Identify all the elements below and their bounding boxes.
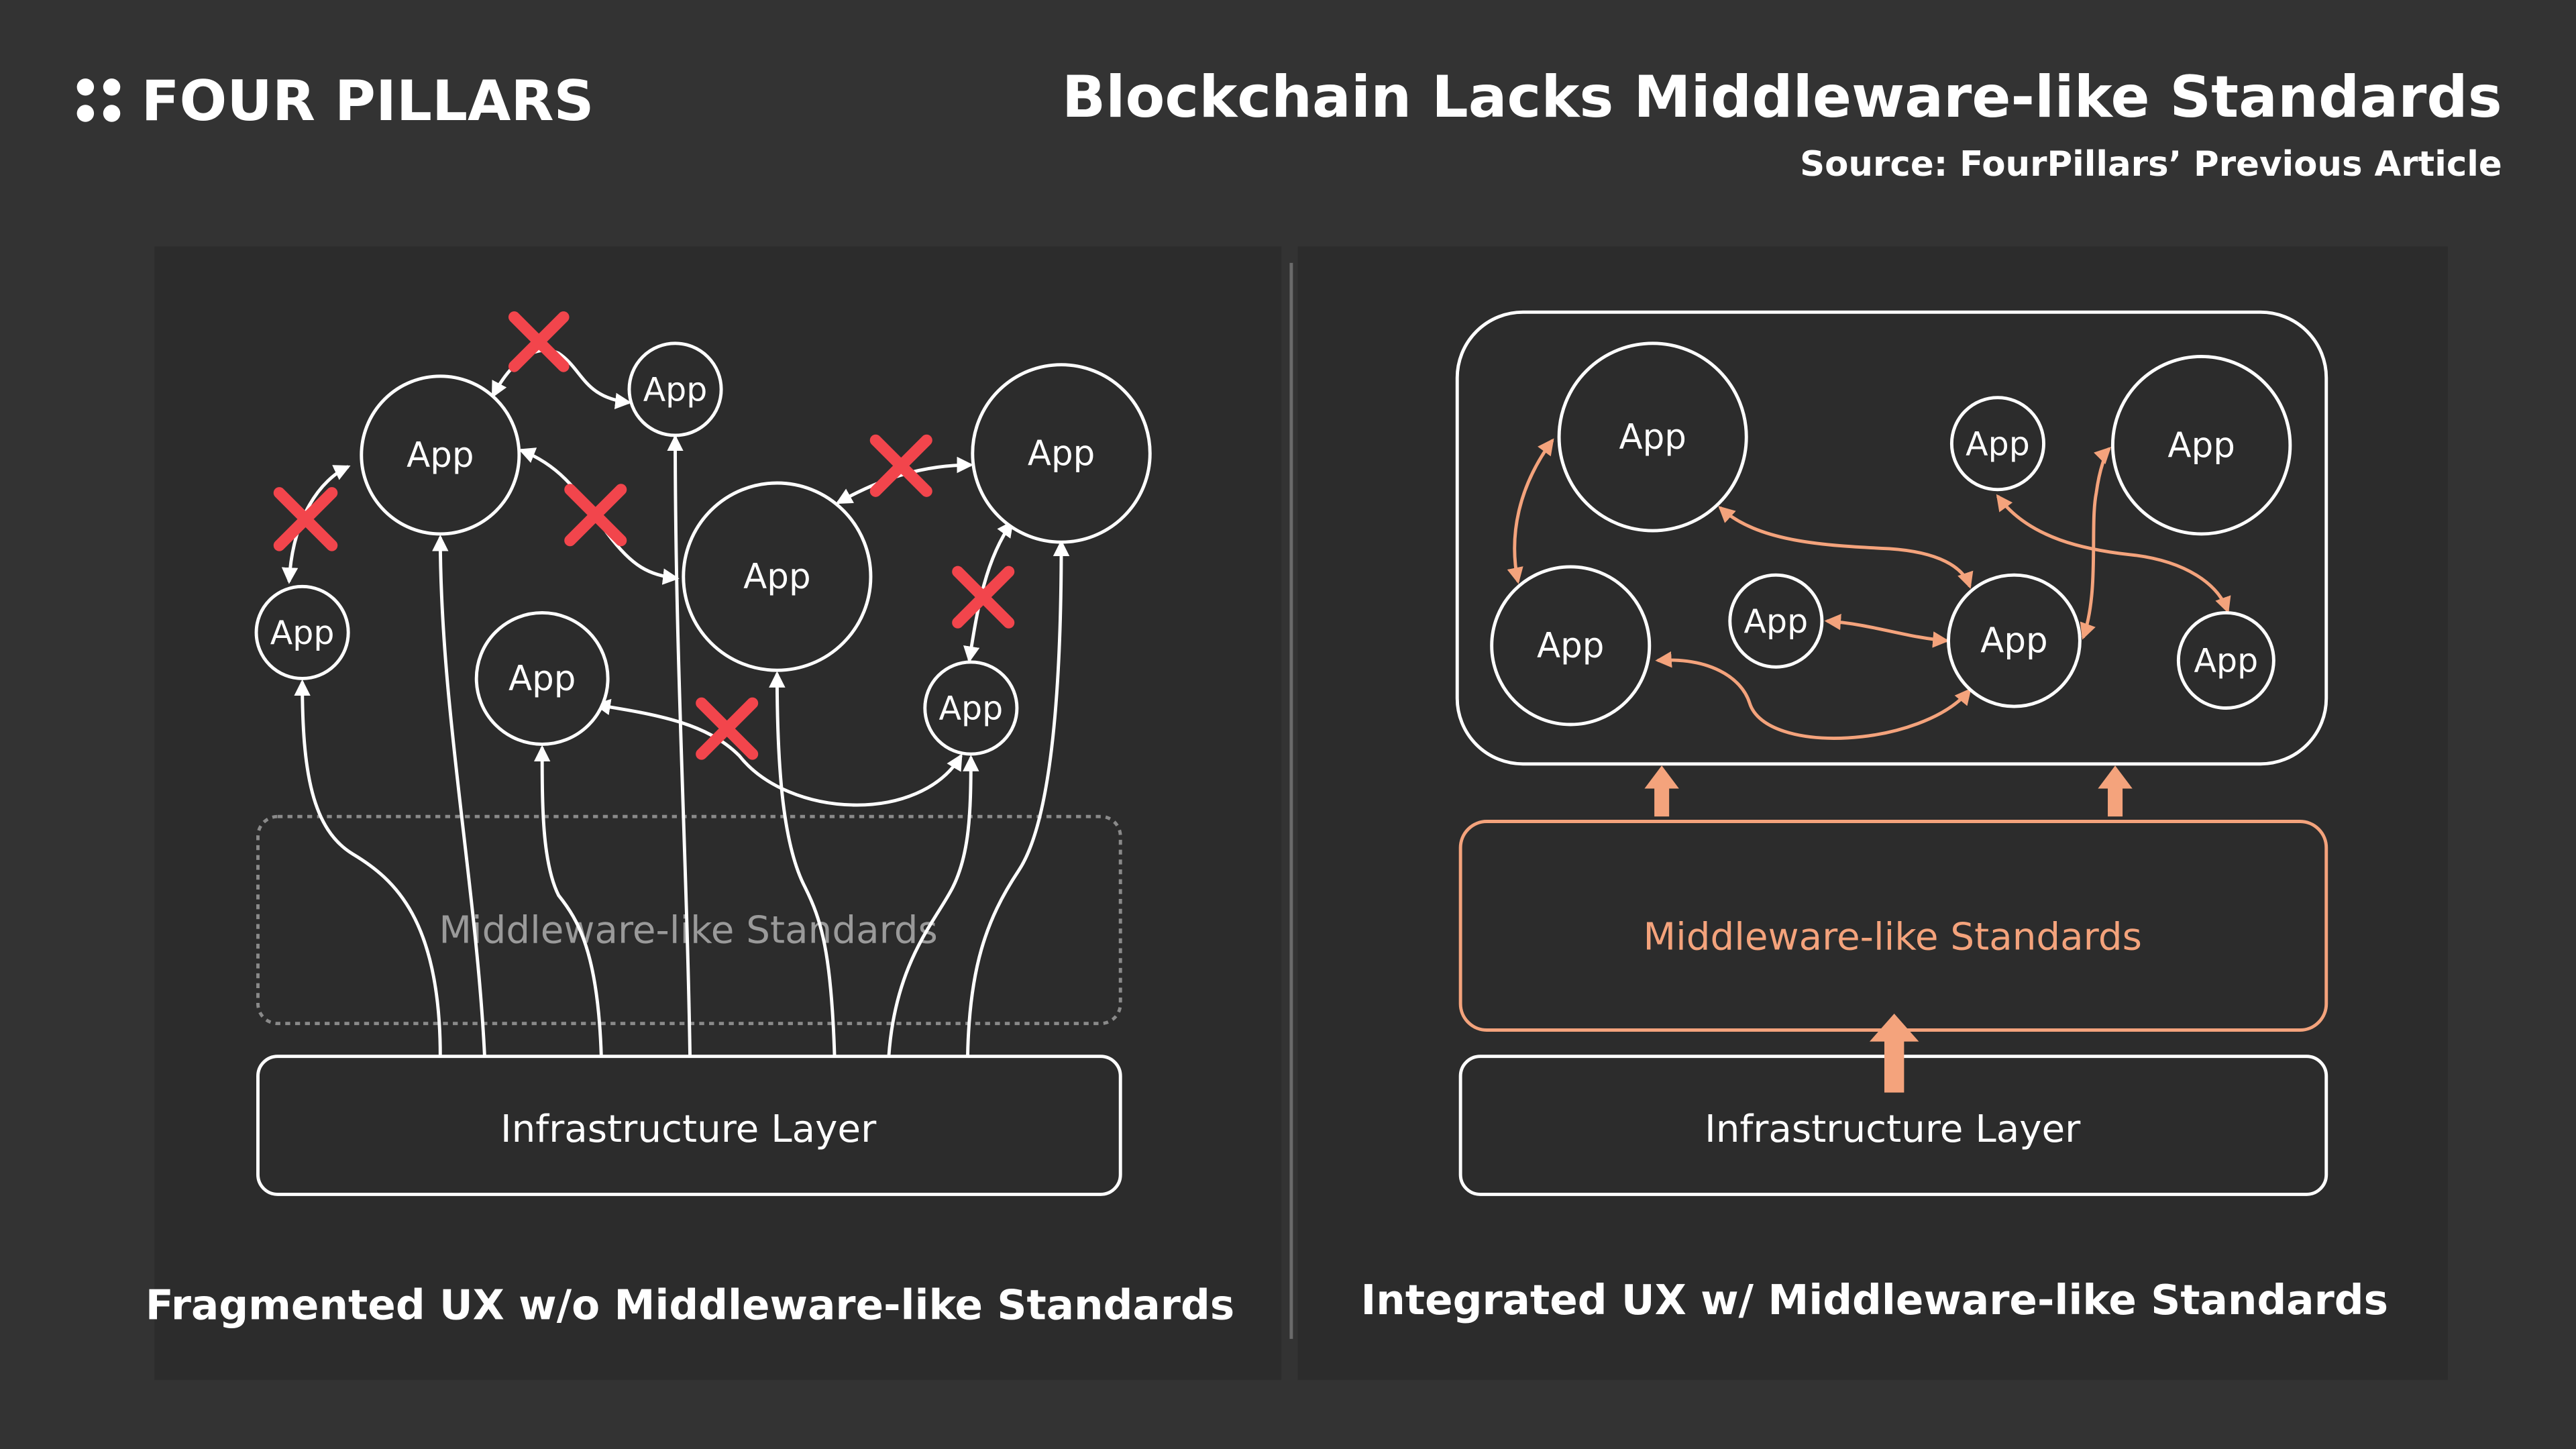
app-node: App [923, 660, 1019, 756]
app-label: App [743, 557, 810, 597]
app-label: App [2194, 642, 2259, 680]
cross-icon [869, 434, 932, 497]
right-app-nodes: App App App App App App [1490, 341, 2292, 727]
app-node: App [360, 374, 521, 536]
cross-icon [952, 566, 1015, 629]
left-diagram: Infrastructure Layer Middleware-like Sta… [146, 311, 1234, 1330]
arrow-up-icon [1869, 1014, 1919, 1093]
app-node: App [1947, 573, 2082, 708]
app-label: App [1619, 417, 1686, 458]
cross-icon [564, 484, 627, 547]
app-node: App [1557, 341, 1748, 533]
app-label: App [270, 614, 335, 652]
app-node: App [2176, 611, 2275, 710]
app-node: App [971, 363, 1152, 544]
app-label: App [1028, 433, 1095, 474]
left-app-nodes: App App App App App App [254, 341, 1152, 756]
app-node: App [474, 611, 610, 746]
right-diagram: Infrastructure Layer Middleware-like Sta… [1360, 310, 2388, 1324]
cross-icon [273, 487, 338, 551]
app-node: App [1490, 565, 1652, 727]
brand-name: FOUR PILLARS [142, 68, 594, 133]
app-label: App [643, 371, 708, 409]
app-label: App [407, 435, 474, 476]
app-label: App [1966, 425, 2030, 463]
arrow-up-icon [2098, 765, 2133, 817]
app-node: App [1949, 396, 2045, 492]
four-dots-icon [76, 78, 121, 122]
left-middleware-box [256, 814, 1122, 1026]
app-node: App [1728, 573, 1824, 669]
brand-logo: FOUR PILLARS [76, 68, 594, 133]
app-label: App [1744, 602, 1809, 641]
arrow-up-icon [1644, 765, 1679, 817]
right-caption: Integrated UX w/ Middleware-like Standar… [1360, 1277, 2388, 1324]
right-infrastructure-label: Infrastructure Layer [1705, 1108, 2081, 1151]
left-infrastructure-label: Infrastructure Layer [500, 1108, 877, 1151]
left-caption: Fragmented UX w/o Middleware-like Standa… [146, 1282, 1234, 1330]
cross-icon [508, 311, 570, 372]
app-node: App [254, 584, 350, 680]
app-node: App [627, 341, 723, 437]
right-integrated-connections [1507, 438, 2231, 740]
source-note: Source: FourPillars’ Previous Article [1800, 144, 2502, 184]
cross-icon [696, 697, 759, 760]
app-container [1455, 310, 2328, 766]
app-label: App [939, 690, 1004, 728]
app-node: App [2110, 354, 2292, 536]
right-flow-arrows [1644, 765, 2133, 1093]
app-label: App [2167, 425, 2235, 466]
left-cross-marks [273, 311, 1015, 760]
right-middleware-label: Middleware-like Standards [1644, 916, 2142, 959]
app-label: App [508, 659, 576, 699]
app-node: App [682, 481, 873, 672]
page-title: Blockchain Lacks Middleware-like Standar… [1062, 64, 2502, 131]
app-label: App [1980, 621, 2047, 661]
app-label: App [1537, 626, 1604, 666]
